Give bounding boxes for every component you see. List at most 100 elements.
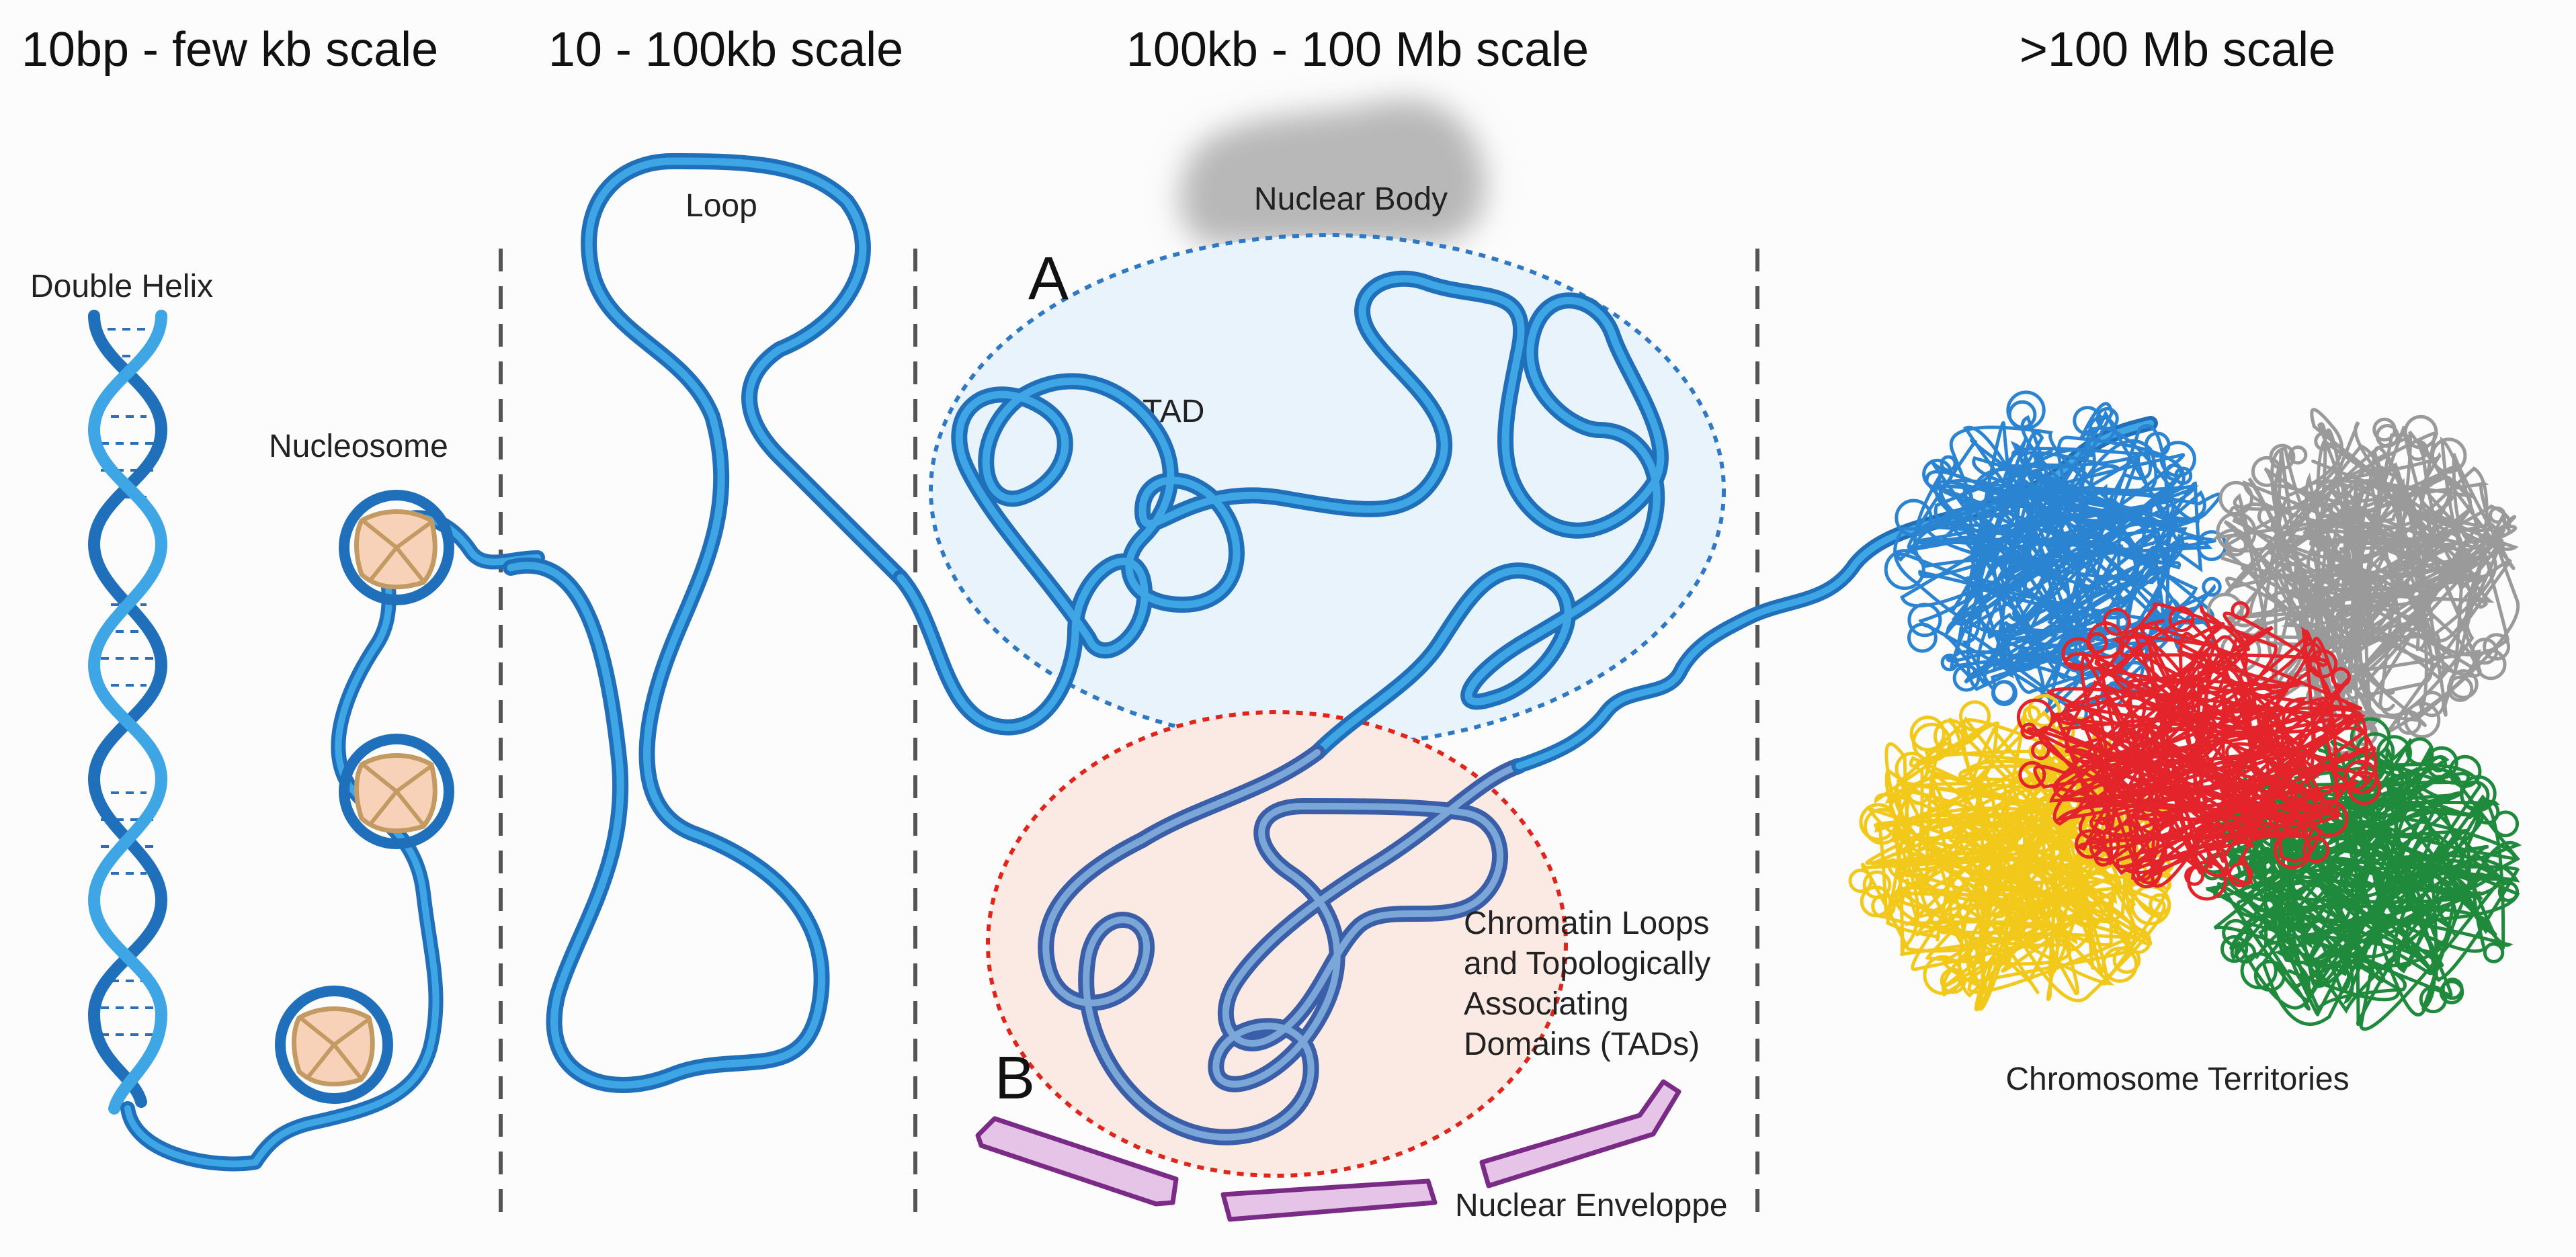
territory-red-loop bbox=[2075, 829, 2105, 859]
chromatin-loops-label-line3: Associating bbox=[1464, 986, 1628, 1022]
territory-red-loop bbox=[2273, 831, 2312, 869]
territory-yellow-loop bbox=[2125, 928, 2152, 955]
helix-strand-dark bbox=[87, 310, 168, 1108]
territory-blue-loop bbox=[2095, 406, 2119, 431]
nucleosome-2 bbox=[339, 734, 454, 849]
territory-blue-loop bbox=[2073, 406, 2103, 435]
territory-red-loop bbox=[2347, 771, 2382, 806]
territory-yellow-loop bbox=[1871, 894, 1896, 918]
territory-gray-loop bbox=[2446, 675, 2474, 702]
territory-red-loop bbox=[2168, 606, 2195, 633]
territory-gray-loop bbox=[2470, 638, 2499, 665]
territory-green-loop bbox=[2220, 935, 2249, 963]
chromosome-territories-label: Chromosome Territories bbox=[2005, 1061, 2349, 1097]
territory-gray-loop bbox=[2251, 456, 2282, 487]
territory-blue bbox=[1884, 390, 2227, 726]
territory-gray-loop bbox=[2448, 669, 2479, 699]
territory-blue-loop bbox=[1940, 455, 1957, 472]
territory-gray-loop bbox=[2314, 431, 2334, 451]
chromatin-loop bbox=[503, 153, 909, 1093]
territory-red-loop bbox=[2187, 860, 2227, 901]
territory-gray-loop bbox=[2403, 415, 2438, 449]
territory-gray-loop bbox=[2269, 443, 2296, 470]
territory-red-loop bbox=[2227, 862, 2253, 887]
territory-red-loop bbox=[2102, 607, 2131, 636]
territory-red-loop bbox=[2308, 649, 2338, 679]
territory-gray-loop bbox=[2407, 439, 2429, 462]
territory-red-fiber bbox=[2065, 611, 2376, 888]
territory-blue-loop bbox=[1907, 622, 1938, 653]
envelope-segment-1 bbox=[975, 1116, 1179, 1207]
envelope-segment-2 bbox=[1220, 1178, 1438, 1222]
territory-green-loop bbox=[2240, 952, 2278, 990]
nucleosome-1 bbox=[339, 490, 454, 605]
territory-blue-loop bbox=[1884, 549, 1925, 591]
territory-blue-loop bbox=[1991, 680, 2016, 705]
territory-yellow-loop bbox=[1959, 700, 1991, 732]
envelope-segment-3 bbox=[1479, 1079, 1681, 1188]
territory-blue-loop bbox=[2006, 390, 2046, 430]
territory-red-loop bbox=[2330, 667, 2351, 688]
territory-blue-fiber bbox=[1907, 409, 2222, 697]
nuclear-body bbox=[1179, 99, 1486, 245]
territory-yellow-loop bbox=[1940, 967, 1966, 994]
territory-yellow-loop bbox=[2028, 694, 2061, 728]
territory-blue-loop bbox=[1952, 664, 1981, 692]
territory-green-loop bbox=[2425, 746, 2458, 780]
compartment-b-label: B bbox=[995, 1045, 1035, 1112]
territory-red-loop bbox=[2089, 830, 2120, 862]
double-helix-label: Double Helix bbox=[30, 269, 213, 304]
chromatin-loops-label-line2: and Topologically bbox=[1464, 946, 1710, 982]
loop-label: Loop bbox=[685, 188, 757, 224]
compartment-a-label: A bbox=[1028, 245, 1069, 312]
territory-blue-loop bbox=[1895, 499, 1933, 537]
chromatin-loops-label-line4: Domains (TADs) bbox=[1464, 1027, 1700, 1062]
helix-strand-light bbox=[87, 310, 168, 1115]
territory-blue-loop bbox=[1907, 603, 1942, 638]
territory-green-loop bbox=[2222, 918, 2250, 947]
territory-blue-loop bbox=[2202, 576, 2222, 597]
territory-red-loop bbox=[2311, 799, 2349, 837]
nuclear-envelope-label: Nuclear Enveloppe bbox=[1455, 1188, 1728, 1223]
territory-yellow-loop bbox=[1933, 719, 1968, 754]
tad-strand-a bbox=[892, 270, 1669, 761]
territory-red-loop bbox=[2016, 698, 2054, 736]
territory-gray-loop bbox=[2483, 633, 2511, 661]
territory-gray-loop bbox=[2475, 648, 2507, 681]
territory-red-fiber bbox=[2051, 602, 2366, 877]
chromosome-territories bbox=[1848, 390, 2522, 1031]
territory-green-loop bbox=[2483, 942, 2505, 963]
territory-red-loop bbox=[2093, 848, 2113, 867]
territory-yellow-loop bbox=[1848, 868, 1873, 894]
territory-yellow-loop bbox=[2112, 945, 2141, 974]
scale-header-1: 10bp - few kb scale bbox=[22, 23, 438, 77]
territory-green-loop bbox=[2419, 985, 2448, 1014]
territory-gray-loop bbox=[2288, 445, 2308, 465]
nucleosome-label: Nucleosome bbox=[269, 429, 448, 464]
territory-yellow-loop bbox=[1909, 716, 1946, 752]
nucleosome-3 bbox=[275, 986, 393, 1104]
scale-header-4: >100 Mb scale bbox=[2020, 23, 2335, 77]
territory-green-loop bbox=[2460, 780, 2490, 810]
territory-green-loop bbox=[2376, 735, 2413, 771]
territory-red-loop bbox=[2086, 632, 2108, 654]
territory-red-loop bbox=[2018, 761, 2046, 789]
territory-blue-loop bbox=[2088, 415, 2116, 443]
territory-gray-loop bbox=[2430, 437, 2467, 474]
territory-red-loop bbox=[2061, 637, 2095, 670]
scale-dividers bbox=[499, 249, 1759, 1216]
nuclear-envelope bbox=[975, 1079, 1681, 1222]
territory-blue-loop bbox=[2159, 441, 2196, 478]
territory-gray-loop bbox=[2218, 480, 2253, 516]
territory-red-loop bbox=[2231, 601, 2250, 620]
territory-green-loop bbox=[2253, 959, 2286, 992]
territory-yellow-loop bbox=[1895, 751, 1929, 786]
territory-red bbox=[2016, 601, 2382, 901]
territory-red-loop bbox=[2030, 740, 2050, 761]
chromatin-loops-label-line1: Chromatin Loops bbox=[1464, 906, 1710, 941]
territory-yellow-loop bbox=[2022, 705, 2041, 724]
territory-red-loop bbox=[2302, 836, 2330, 863]
scale-header-3: 100kb - 100 Mb scale bbox=[1126, 23, 1589, 77]
tad-strand-b bbox=[1038, 744, 1527, 1145]
